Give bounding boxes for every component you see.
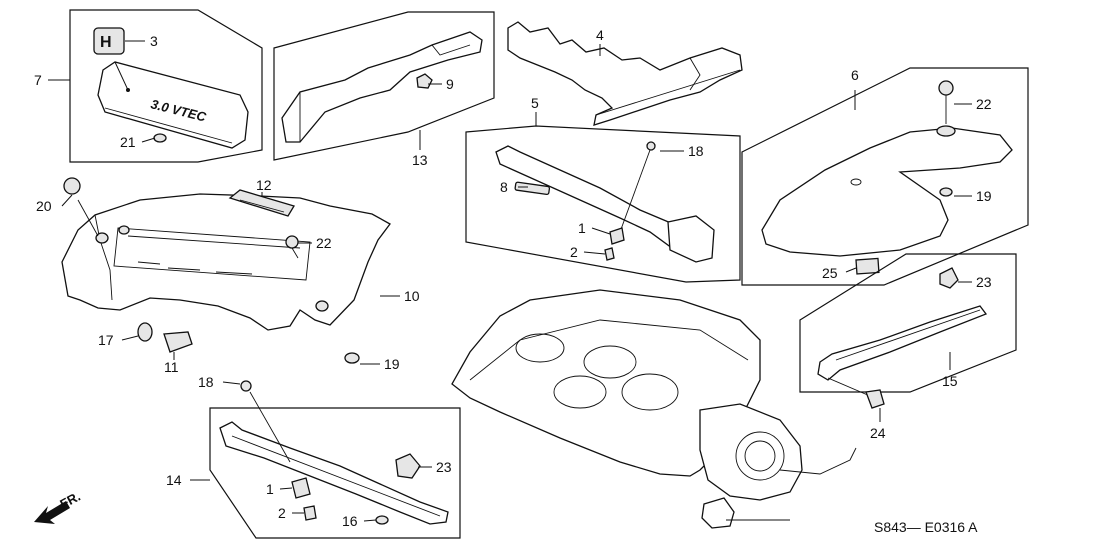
callout-23-a: 23 — [976, 274, 992, 290]
group-6-box — [741, 67, 1029, 286]
callout-2-b: 2 — [278, 505, 286, 521]
bracket-5-part — [495, 141, 715, 263]
callout-12: 12 — [256, 177, 272, 193]
group-14-box — [190, 407, 461, 539]
callout-8: 8 — [500, 179, 508, 195]
group-13-box — [273, 11, 495, 161]
cover-6-part — [761, 80, 1013, 275]
diagram-code: S843— E0316 A — [874, 519, 978, 535]
callout-13: 13 — [412, 152, 428, 168]
callout-18-b: 18 — [198, 374, 214, 390]
group-15-box — [799, 253, 1017, 393]
nut-19-part-a — [344, 352, 360, 364]
grommet-17-part — [137, 322, 153, 342]
callout-11: 11 — [164, 359, 179, 375]
callout-3: 3 — [150, 33, 158, 49]
callout-1-b: 1 — [266, 481, 274, 497]
intake-manifold — [451, 289, 857, 529]
pad-11-part — [163, 331, 193, 353]
svg-text:H: H — [100, 34, 112, 51]
callout-2-a: 2 — [570, 244, 578, 260]
callout-25: 25 — [822, 265, 838, 281]
callout-24: 24 — [870, 425, 886, 441]
pad-12-part — [228, 189, 295, 217]
callout-6: 6 — [851, 67, 859, 83]
group-5-box — [465, 112, 741, 283]
bracket-15-part — [817, 267, 988, 409]
callout-23-b: 23 — [436, 459, 452, 475]
bracket-14-part — [219, 380, 449, 525]
callout-1-a: 1 — [578, 220, 586, 236]
callout-10: 10 — [404, 288, 420, 304]
callout-21: 21 — [120, 134, 136, 150]
callout-22-a: 22 — [976, 96, 992, 112]
front-direction-arrow: FR. — [34, 489, 83, 524]
callout-17: 17 — [98, 332, 114, 348]
cover-10-part — [61, 177, 391, 331]
callout-19-b: 19 — [384, 356, 400, 372]
callout-19-a: 19 — [976, 188, 992, 204]
callout-22-b: 22 — [316, 235, 332, 251]
callout-9: 9 — [446, 76, 454, 92]
group-7-box — [48, 9, 263, 163]
callout-4: 4 — [596, 27, 604, 43]
callout-7: 7 — [34, 72, 42, 88]
callout-20: 20 — [36, 198, 52, 214]
callout-5: 5 — [531, 95, 539, 111]
callout-labels: 3 7 21 9 13 4 5 6 18 22 19 8 1 2 25 23 2… — [34, 27, 992, 529]
cover-4-part — [507, 21, 743, 126]
callout-15: 15 — [942, 373, 958, 389]
leader-lines — [61, 40, 972, 522]
callout-18-a: 18 — [688, 143, 704, 159]
callout-14: 14 — [166, 472, 182, 488]
emblem-cover-part: H 3.0 VTEC — [93, 27, 249, 149]
callout-16: 16 — [342, 513, 358, 529]
